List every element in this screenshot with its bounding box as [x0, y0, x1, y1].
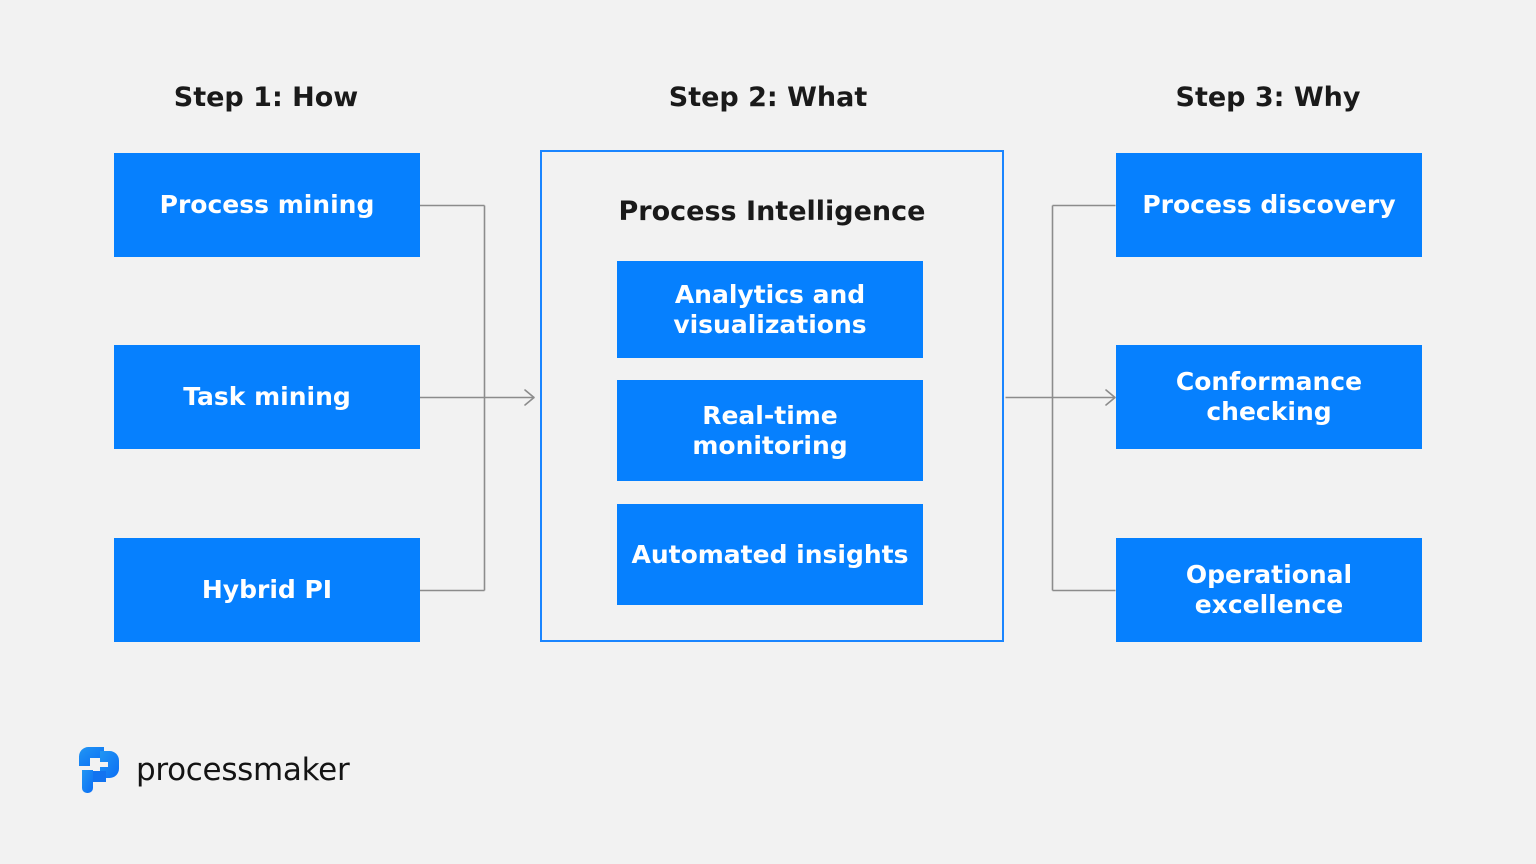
- processmaker-p-mark-icon: [79, 747, 119, 793]
- step1-box-label-1: Task mining: [183, 382, 351, 411]
- step2-box-label-1: Real-time monitoring: [692, 400, 848, 460]
- step2-box-label-2: Automated insights: [631, 539, 909, 569]
- step3-box-process-discovery[interactable]: Process discovery: [1116, 153, 1422, 257]
- step3-box-label-2: Operational excellence: [1185, 560, 1353, 619]
- arrowhead-left-to-center: [524, 389, 535, 406]
- step1-box-hybrid-pi[interactable]: Hybrid PI: [114, 538, 420, 642]
- process-intelligence-container: Process Intelligence Analytics and visua…: [540, 150, 1004, 642]
- step3-box-label-1: Conformance checking: [1175, 367, 1363, 426]
- processmaker-logo: processmaker: [76, 744, 350, 796]
- step1-box-task-mining[interactable]: Task mining: [114, 345, 420, 449]
- processmaker-wordmark: processmaker: [136, 752, 350, 788]
- column-header-step-3: Step 3: Why: [1175, 82, 1361, 113]
- step2-box-analytics-and-visualizations[interactable]: Analytics and visualizations: [617, 261, 923, 358]
- column-header-step-2: Step 2: What: [668, 82, 868, 113]
- step1-box-label-0: Process mining: [159, 190, 375, 219]
- process-intelligence-title: Process Intelligence: [618, 196, 926, 227]
- step1-box-label-2: Hybrid PI: [201, 575, 333, 604]
- step1-box-process-mining[interactable]: Process mining: [114, 153, 420, 257]
- arrowhead-center-to-right: [1105, 389, 1116, 406]
- step2-box-label-0: Analytics and visualizations: [673, 279, 867, 339]
- step3-box-operational-excellence[interactable]: Operational excellence: [1116, 538, 1422, 642]
- step2-box-automated-insights[interactable]: Automated insights: [617, 504, 923, 605]
- step3-box-conformance-checking[interactable]: Conformance checking: [1116, 345, 1422, 449]
- column-header-step-1: Step 1: How: [173, 82, 359, 113]
- step3-box-label-0: Process discovery: [1142, 190, 1396, 219]
- step2-box-real-time-monitoring[interactable]: Real-time monitoring: [617, 380, 923, 481]
